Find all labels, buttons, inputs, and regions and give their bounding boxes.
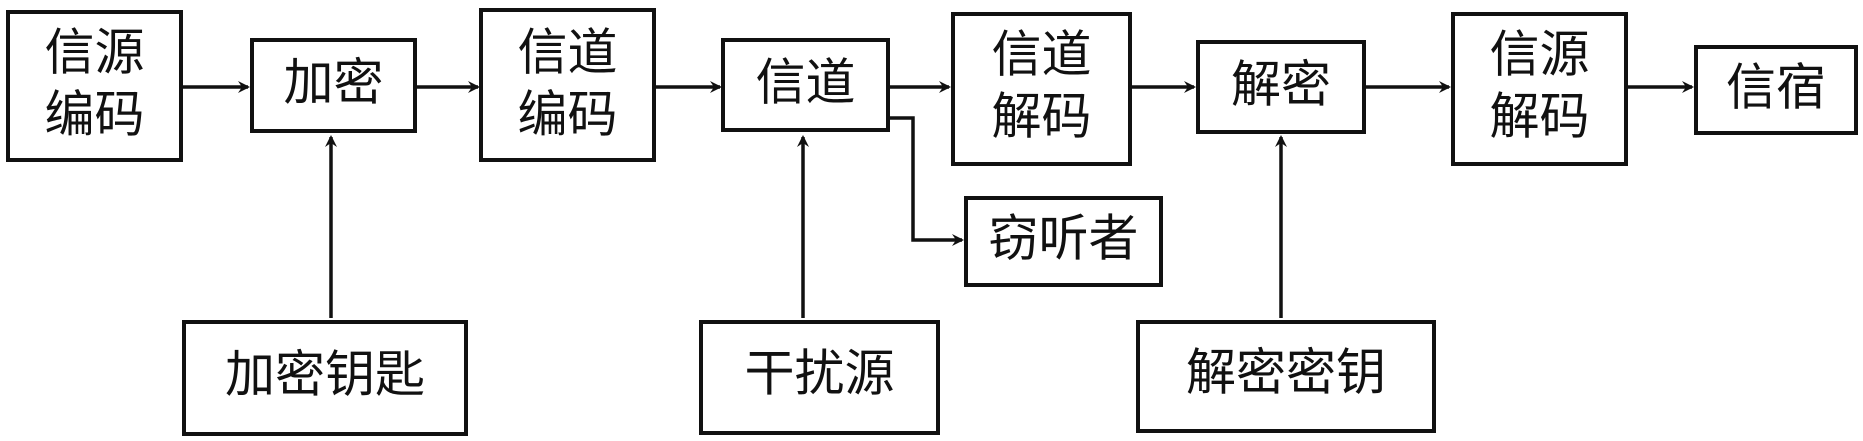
decryption-box: 解密 bbox=[1196, 40, 1366, 134]
channel-coding-label-line-2: 编码 bbox=[518, 86, 618, 144]
source-decoding-label-line-1: 信源 bbox=[1490, 26, 1590, 84]
decryption-label: 解密 bbox=[1231, 56, 1331, 114]
decryption-key-box: 解密密钥 bbox=[1136, 320, 1436, 433]
eavesdropper-box: 窃听者 bbox=[964, 196, 1163, 287]
sink-box: 信宿 bbox=[1694, 45, 1858, 135]
channel-coding-label-line-1: 信道 bbox=[518, 24, 618, 82]
sink-label: 信宿 bbox=[1726, 59, 1826, 117]
channel-decoding-box: 信道 解码 bbox=[951, 12, 1132, 166]
interference-source-label: 干扰源 bbox=[745, 345, 895, 403]
encryption-box: 加密 bbox=[250, 38, 417, 133]
interference-source-box: 干扰源 bbox=[699, 320, 940, 435]
source-coding-label-line-1: 信源 bbox=[45, 24, 145, 82]
arrow-channel-to-eavesdropper bbox=[888, 116, 964, 246]
source-coding-label-line-2: 编码 bbox=[45, 86, 145, 144]
eavesdropper-label: 窃听者 bbox=[989, 210, 1139, 268]
channel-decoding-label-line-2: 解码 bbox=[992, 88, 1092, 146]
channel-coding-box: 信道 编码 bbox=[479, 8, 656, 162]
source-coding-box: 信源 编码 bbox=[6, 10, 183, 162]
channel-decoding-label-line-1: 信道 bbox=[992, 26, 1092, 84]
source-decoding-box: 信源 解码 bbox=[1451, 12, 1628, 166]
channel-box: 信道 bbox=[721, 38, 890, 132]
channel-label: 信道 bbox=[756, 54, 856, 112]
encryption-key-label: 加密钥匙 bbox=[225, 346, 425, 404]
encryption-label: 加密 bbox=[284, 54, 384, 112]
encryption-key-box: 加密钥匙 bbox=[182, 320, 468, 436]
decryption-key-label: 解密密钥 bbox=[1186, 344, 1386, 402]
source-decoding-label-line-2: 解码 bbox=[1490, 88, 1590, 146]
